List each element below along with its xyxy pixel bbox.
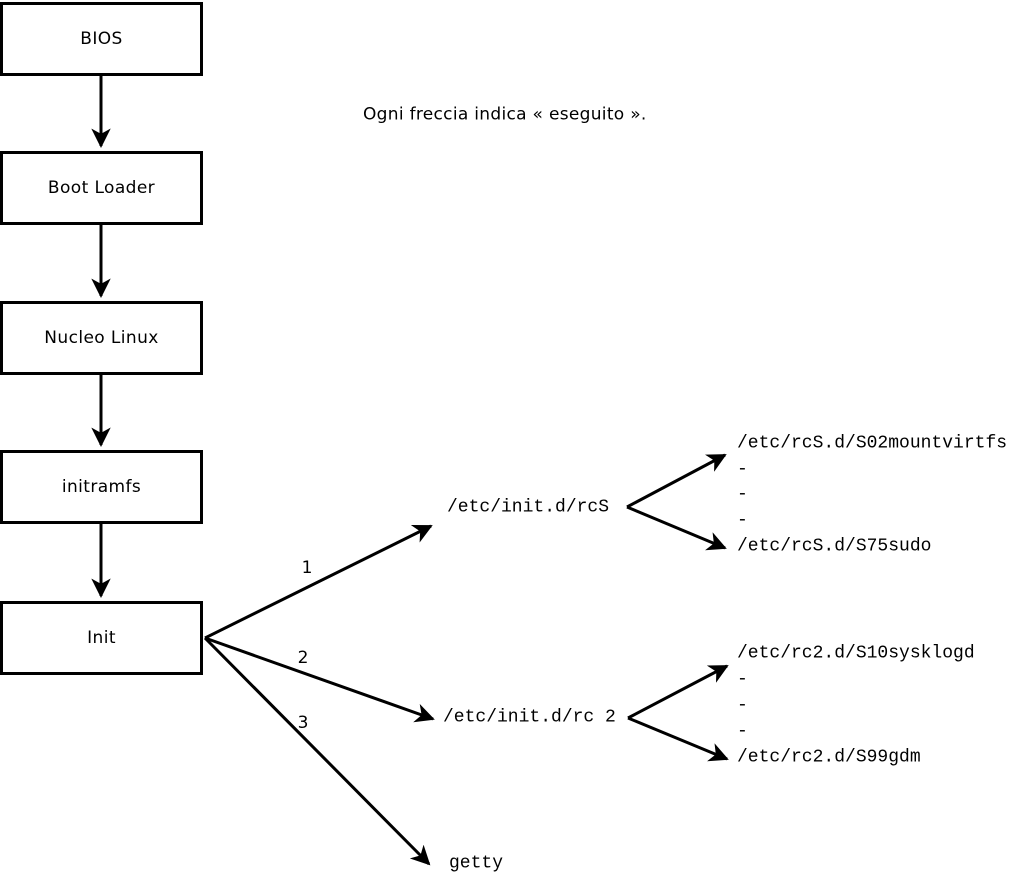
- path-getty: getty: [449, 853, 504, 874]
- arrow-init-to-getty: [203, 636, 431, 866]
- rc2-fan-ellipsis-dash: -: [737, 695, 748, 716]
- node-bios-label: BIOS: [80, 29, 123, 49]
- arrow-rc2-to-s99gdm: [627, 716, 729, 762]
- node-nucleo-linux-label: Nucleo Linux: [44, 328, 159, 348]
- node-initramfs-label: initramfs: [61, 477, 142, 497]
- arrow-rcs-to-s75sudo: [626, 505, 727, 551]
- path-rcs-d-s75sudo: /etc/rcS.d/S75sudo: [737, 536, 932, 557]
- node-nucleo-linux: Nucleo Linux: [0, 301, 203, 375]
- branch-number-1: 1: [301, 558, 313, 578]
- node-boot-loader: Boot Loader: [0, 151, 203, 225]
- path-etc-init-d-rc2: /etc/init.d/rc 2: [443, 707, 616, 728]
- branch-number-2: 2: [297, 648, 309, 668]
- rc2-fan-ellipsis-dash: -: [737, 721, 748, 742]
- branch-number-3: 3: [297, 713, 309, 733]
- rc2-fan-ellipsis-dash: -: [737, 669, 748, 690]
- path-etc-init-d-rcs: /etc/init.d/rcS: [447, 497, 610, 518]
- path-rc2-d-s99gdm: /etc/rc2.d/S99gdm: [737, 747, 921, 768]
- arrow-init-to-rc2: [204, 636, 435, 723]
- rcs-fan-ellipsis-dash: -: [737, 459, 748, 480]
- path-rcs-d-s02mountvirtfs: /etc/rcS.d/S02mountvirtfs: [737, 433, 1008, 454]
- rcs-fan-ellipsis-dash: -: [737, 484, 748, 505]
- path-rc2-d-s10sysklogd: /etc/rc2.d/S10sysklogd: [737, 643, 975, 664]
- legend-note: Ogni freccia indica « eseguito ».: [363, 104, 647, 125]
- node-initramfs: initramfs: [0, 450, 203, 524]
- node-init-label: Init: [87, 628, 116, 648]
- arrow-init-to-rcs: [204, 524, 433, 640]
- node-init: Init: [0, 601, 203, 675]
- node-boot-loader-label: Boot Loader: [47, 178, 156, 198]
- arrow-rcs-to-s02mountvirtfs: [626, 453, 727, 509]
- arrow-rc2-to-s10sysklogd: [627, 664, 729, 720]
- node-bios: BIOS: [0, 2, 203, 76]
- rcs-fan-ellipsis-dash: -: [737, 510, 748, 531]
